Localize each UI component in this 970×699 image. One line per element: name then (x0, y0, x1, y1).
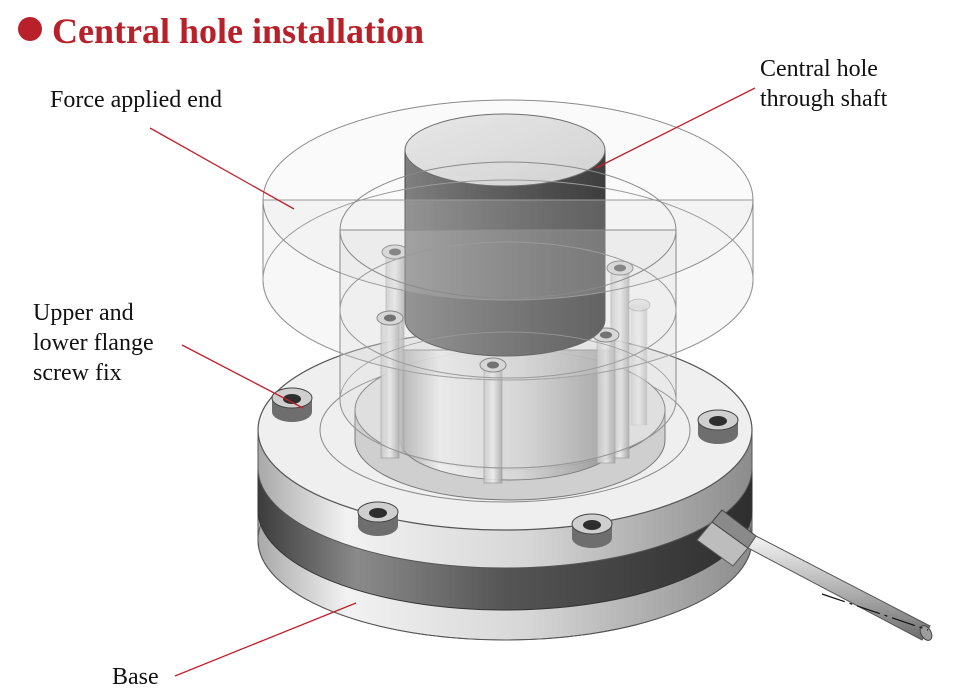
leader-line-flange (181, 344, 304, 409)
label-base: Base (112, 664, 159, 690)
leader-line-central-hole (595, 87, 756, 169)
flange-screw (571, 513, 613, 548)
label-force-applied-end: Force applied end (50, 87, 222, 113)
cable-connector (696, 509, 933, 641)
long-screw (606, 260, 634, 459)
flange-screw (271, 387, 313, 422)
label-central-hole: Central hole through shaft (760, 56, 888, 112)
inner-hub (354, 349, 666, 501)
long-screw (376, 310, 404, 459)
central-shaft (404, 113, 606, 357)
flange-screw (697, 409, 739, 444)
flange-screw (357, 501, 399, 536)
label-flange-screw-fix: Upper and lower flange screw fix (33, 300, 154, 386)
leader-line-base (174, 602, 357, 677)
page-title: Central hole installation (18, 10, 424, 52)
title-bullet-icon (18, 17, 42, 41)
translucent-housing (262, 99, 754, 469)
leader-line-force-end (149, 127, 295, 210)
leader-lines (149, 87, 756, 677)
long-screw (479, 357, 507, 484)
flange-screws (271, 387, 739, 548)
page-title-text: Central hole installation (52, 11, 425, 51)
